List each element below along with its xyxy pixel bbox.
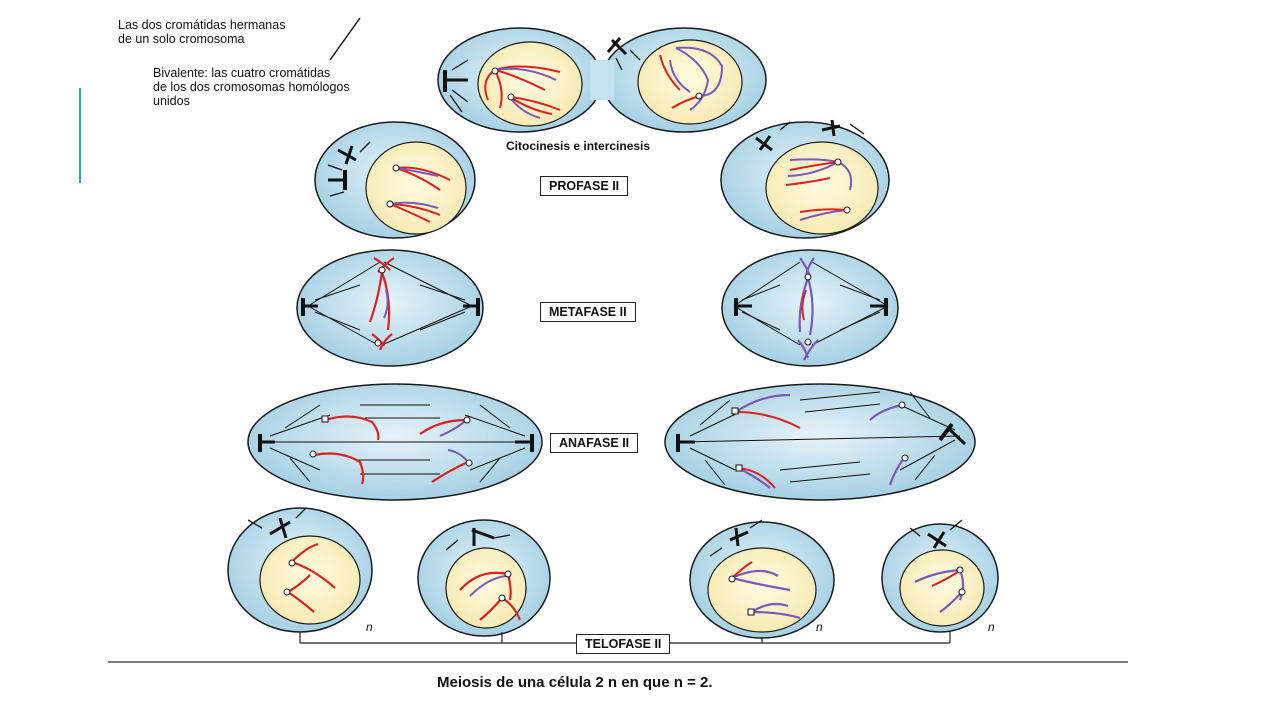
prophase-left-cell — [314, 121, 476, 239]
prophase-right-cell — [720, 119, 890, 239]
annotation-pointer-line — [329, 17, 361, 61]
anaphase-right-cell — [664, 383, 976, 501]
slide-accent-bar — [79, 88, 81, 183]
sister-chromatids-annotation: Las dos cromátidas hermanas de un solo c… — [118, 18, 286, 46]
figure-caption: Meiosis de una célula 2 n en que n = 2. — [437, 674, 713, 691]
anaphase-label: ANAFASE II — [550, 433, 639, 453]
prophase-label: PROFASE II — [540, 176, 629, 196]
telophase-cell-1 — [227, 507, 373, 633]
metaphase-left-cell — [296, 249, 484, 367]
n-label-2: n — [816, 620, 823, 634]
n-label-1: n — [366, 620, 373, 634]
bivalent-annotation: Bivalente: las cuatro cromátidas de los … — [153, 66, 350, 108]
telophase-cell-3 — [689, 519, 835, 639]
n-label-3: n — [988, 620, 995, 634]
telophase-label: TELOFASE II — [576, 634, 671, 654]
telophase-cell-2 — [417, 519, 551, 637]
metaphase-right-cell — [721, 249, 899, 367]
metaphase-label: METAFASE II — [540, 302, 636, 322]
cytokinesis-label: Citocinesis e intercinesis — [506, 139, 651, 153]
cytokinesis-cell — [437, 27, 767, 133]
telophase-cell-4 — [881, 519, 999, 633]
anaphase-left-cell — [247, 383, 543, 501]
telophase-bracket — [299, 632, 951, 644]
